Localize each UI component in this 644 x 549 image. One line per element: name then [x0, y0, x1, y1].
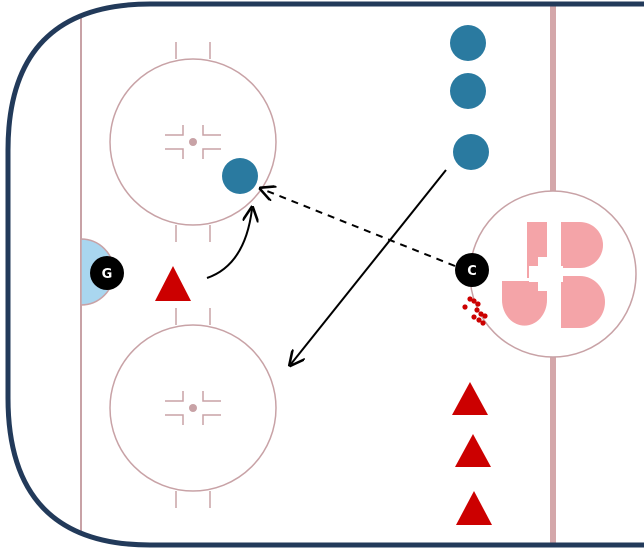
faceoff-circle-top — [109, 42, 277, 242]
rink-boards — [5, 1, 644, 548]
coach-marker-icon: C — [455, 253, 489, 287]
triangle-player-icon — [155, 266, 191, 301]
circle-player-icon — [222, 158, 258, 194]
center-circle — [469, 190, 637, 358]
faceoff-dot-bottom — [189, 404, 197, 412]
puck-cluster — [462, 296, 488, 326]
skate-path-diagonal — [291, 169, 447, 364]
triangle-player-icon — [452, 382, 488, 415]
coach-label: C — [467, 264, 477, 279]
triangle-player-icon — [455, 434, 491, 467]
skate-path-curve — [206, 209, 252, 279]
circle-player-icon — [450, 25, 486, 61]
goalie-label: G — [102, 267, 113, 282]
faceoff-circle-bottom — [109, 308, 277, 508]
circle-player-icon — [453, 134, 489, 170]
faceoff-dot-top — [189, 138, 197, 146]
pass-path-dashed — [262, 189, 456, 267]
goalie-marker-icon: G — [90, 256, 124, 290]
triangle-player-icon — [456, 491, 492, 525]
center-ice-logo-icon — [502, 222, 605, 328]
circle-player-icon — [450, 73, 486, 109]
